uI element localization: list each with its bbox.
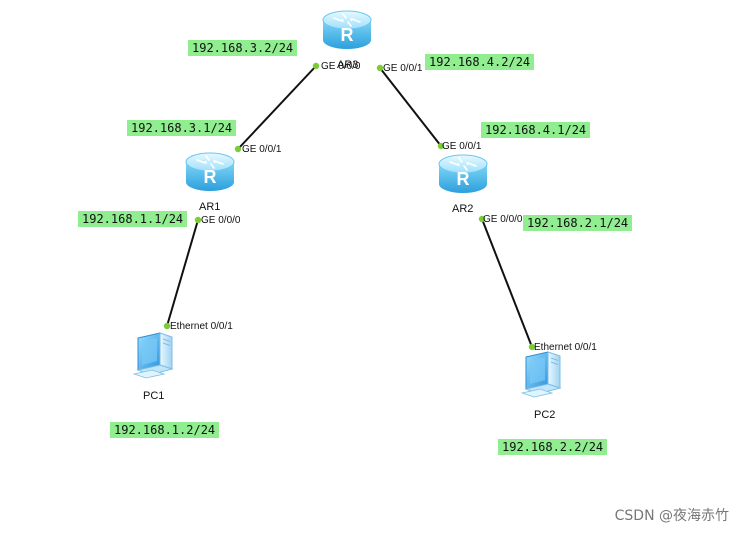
port-label-ar1-ge001: GE 0/0/1 <box>242 144 282 155</box>
port-dot-pc2-eth <box>528 343 536 351</box>
ip-label-ar1-ge001: 192.168.3.1/24 <box>127 120 237 136</box>
device-name-ar2: AR2 <box>452 203 474 215</box>
port-dot-ar2-ge001 <box>437 142 445 150</box>
port-dot-ar3-ge000 <box>312 62 320 70</box>
port-dot-pc1-eth <box>163 322 171 330</box>
device-name-pc2: PC2 <box>534 409 556 421</box>
ip-label-ar3-ge001: 192.168.4.2/24 <box>425 54 535 70</box>
port-label-ar2-ge000: GE 0/0/0 <box>483 214 523 225</box>
port-dot-ar1-ge001 <box>234 145 242 153</box>
port-label-ar3-ge000: GE 0/0/0 <box>321 61 361 72</box>
port-label-pc2-ethernet: Ethernet 0/0/1 <box>534 342 597 353</box>
port-dot-ar3-ge001 <box>376 64 384 72</box>
device-name-pc1: PC1 <box>143 390 165 402</box>
ip-label-ar2-ge000: 192.168.2.1/24 <box>523 215 633 231</box>
port-dot-ar2-ge000 <box>478 215 486 223</box>
ip-label-pc1: 192.168.1.2/24 <box>110 422 220 438</box>
ip-label-ar3-ge000: 192.168.3.2/24 <box>188 40 298 56</box>
link-ar2-pc2 <box>481 218 533 348</box>
device-name-ar1: AR1 <box>199 201 221 213</box>
port-label-ar1-ge000: GE 0/0/0 <box>201 215 241 226</box>
ip-label-ar1-ge000: 192.168.1.1/24 <box>78 211 188 227</box>
link-ar1-pc1 <box>166 219 199 327</box>
link-ar3-ar2 <box>379 67 442 147</box>
csdn-watermark: CSDN @夜海赤竹 <box>614 508 729 524</box>
port-label-ar2-ge001: GE 0/0/1 <box>442 141 482 152</box>
link-ar3-ar1 <box>237 65 317 150</box>
ip-label-pc2: 192.168.2.2/24 <box>498 439 608 455</box>
port-label-pc1-ethernet: Ethernet 0/0/1 <box>170 321 233 332</box>
port-dot-ar1-ge000 <box>194 216 202 224</box>
ip-label-ar2-ge001: 192.168.4.1/24 <box>481 122 591 138</box>
port-label-ar3-ge001: GE 0/0/1 <box>383 63 423 74</box>
device-name-ar3: AR3 <box>337 59 359 71</box>
